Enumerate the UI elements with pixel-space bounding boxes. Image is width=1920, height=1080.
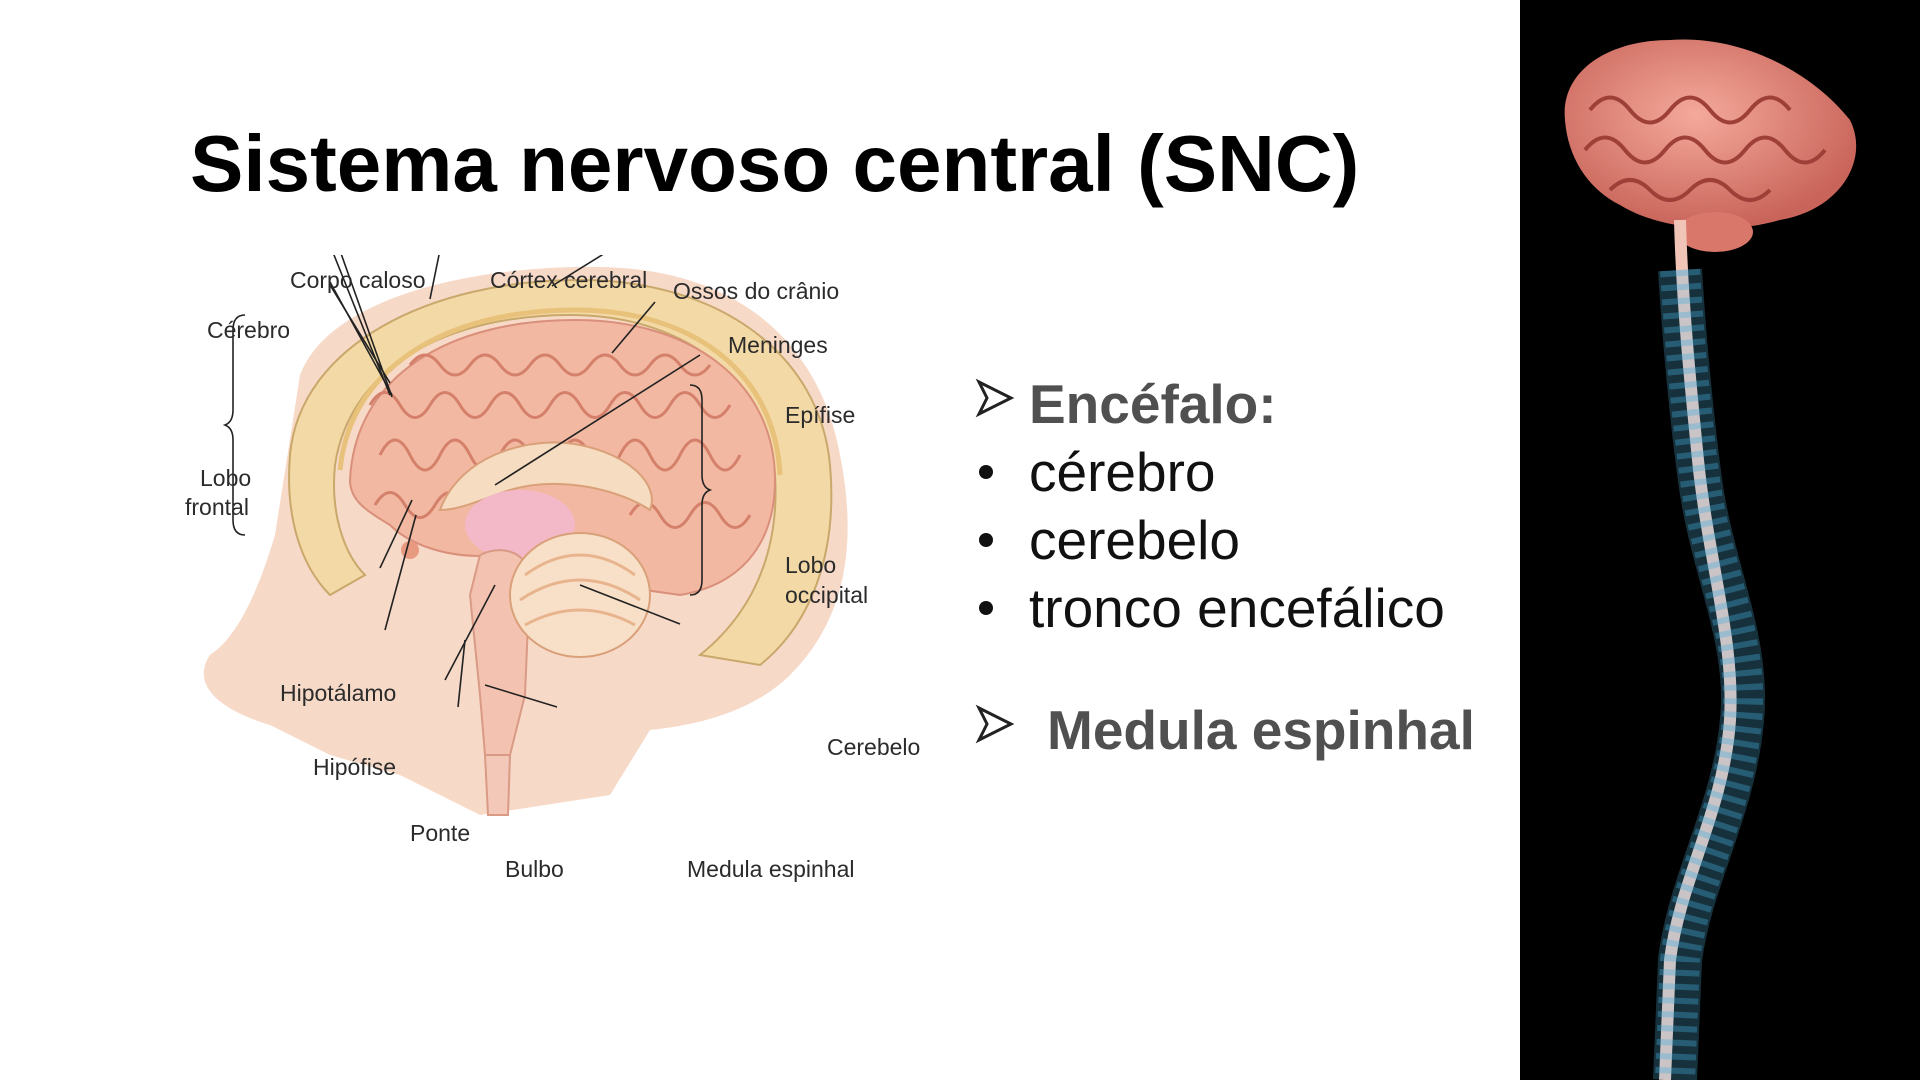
label-medula-espinhal: Medula espinhal: [687, 856, 855, 882]
brain-and-spinal-cord-illustration: [1564, 39, 1857, 1080]
list-item: tronco encefálico: [975, 574, 1535, 642]
label-lobo-occipital-2: occipital: [785, 582, 868, 608]
arrowhead-bullet-icon: [975, 378, 1015, 418]
label-bulbo: Bulbo: [505, 856, 564, 882]
bullet-dot-icon: [979, 465, 993, 479]
spinal-cord: [1659, 219, 1737, 1080]
label-lobo-frontal-1: Lobo: [200, 465, 251, 491]
label-cerebro: Cérebro: [207, 317, 290, 343]
list-item-cerebelo: cerebelo: [1029, 509, 1240, 571]
label-cortex-cerebral: Córtex cerebral: [490, 267, 647, 293]
label-lobo-frontal-2: frontal: [185, 494, 249, 520]
brain-spine-image: [1520, 0, 1920, 1080]
encefalo-header: Encéfalo:: [1029, 373, 1277, 435]
list-item: cérebro: [975, 438, 1535, 506]
bullet-dot-icon: [979, 601, 993, 615]
arrowhead-bullet-icon: [975, 704, 1015, 744]
label-meninges: Meninges: [728, 332, 828, 358]
medula-header: Medula espinhal: [1047, 699, 1475, 761]
medula-header-row: Medula espinhal: [975, 696, 1535, 764]
label-ponte: Ponte: [410, 820, 470, 846]
label-hipotalamo: Hipotálamo: [280, 680, 396, 706]
label-lobo-occipital-1: Lobo: [785, 552, 836, 578]
label-cerebelo: Cerebelo: [827, 734, 920, 760]
vertebral-column: [1655, 268, 1763, 1080]
list-item-tronco-encefalico: tronco encefálico: [1029, 577, 1445, 639]
skull: [288, 278, 833, 667]
label-corpo-caloso: Corpo caloso: [290, 267, 426, 293]
brain: [1564, 39, 1857, 229]
brain-sagittal-diagram: Corpo caloso Córtex cerebral Ossos do cr…: [180, 255, 970, 905]
bullet-list: Encéfalo: cérebro cerebelo tronco encefá…: [975, 370, 1535, 764]
list-item: cerebelo: [975, 506, 1535, 574]
label-epifise: Epífise: [785, 402, 855, 428]
label-hipofise: Hipófise: [313, 754, 396, 780]
label-ossos-do-cranio: Ossos do crânio: [673, 278, 839, 304]
brain-illustration: Corpo caloso Córtex cerebral Ossos do cr…: [185, 255, 920, 882]
bullet-dot-icon: [979, 533, 993, 547]
slide-title: Sistema nervoso central (SNC): [190, 119, 1360, 208]
encefalo-header-row: Encéfalo:: [975, 370, 1535, 438]
list-item-cerebro: cérebro: [1029, 441, 1216, 503]
